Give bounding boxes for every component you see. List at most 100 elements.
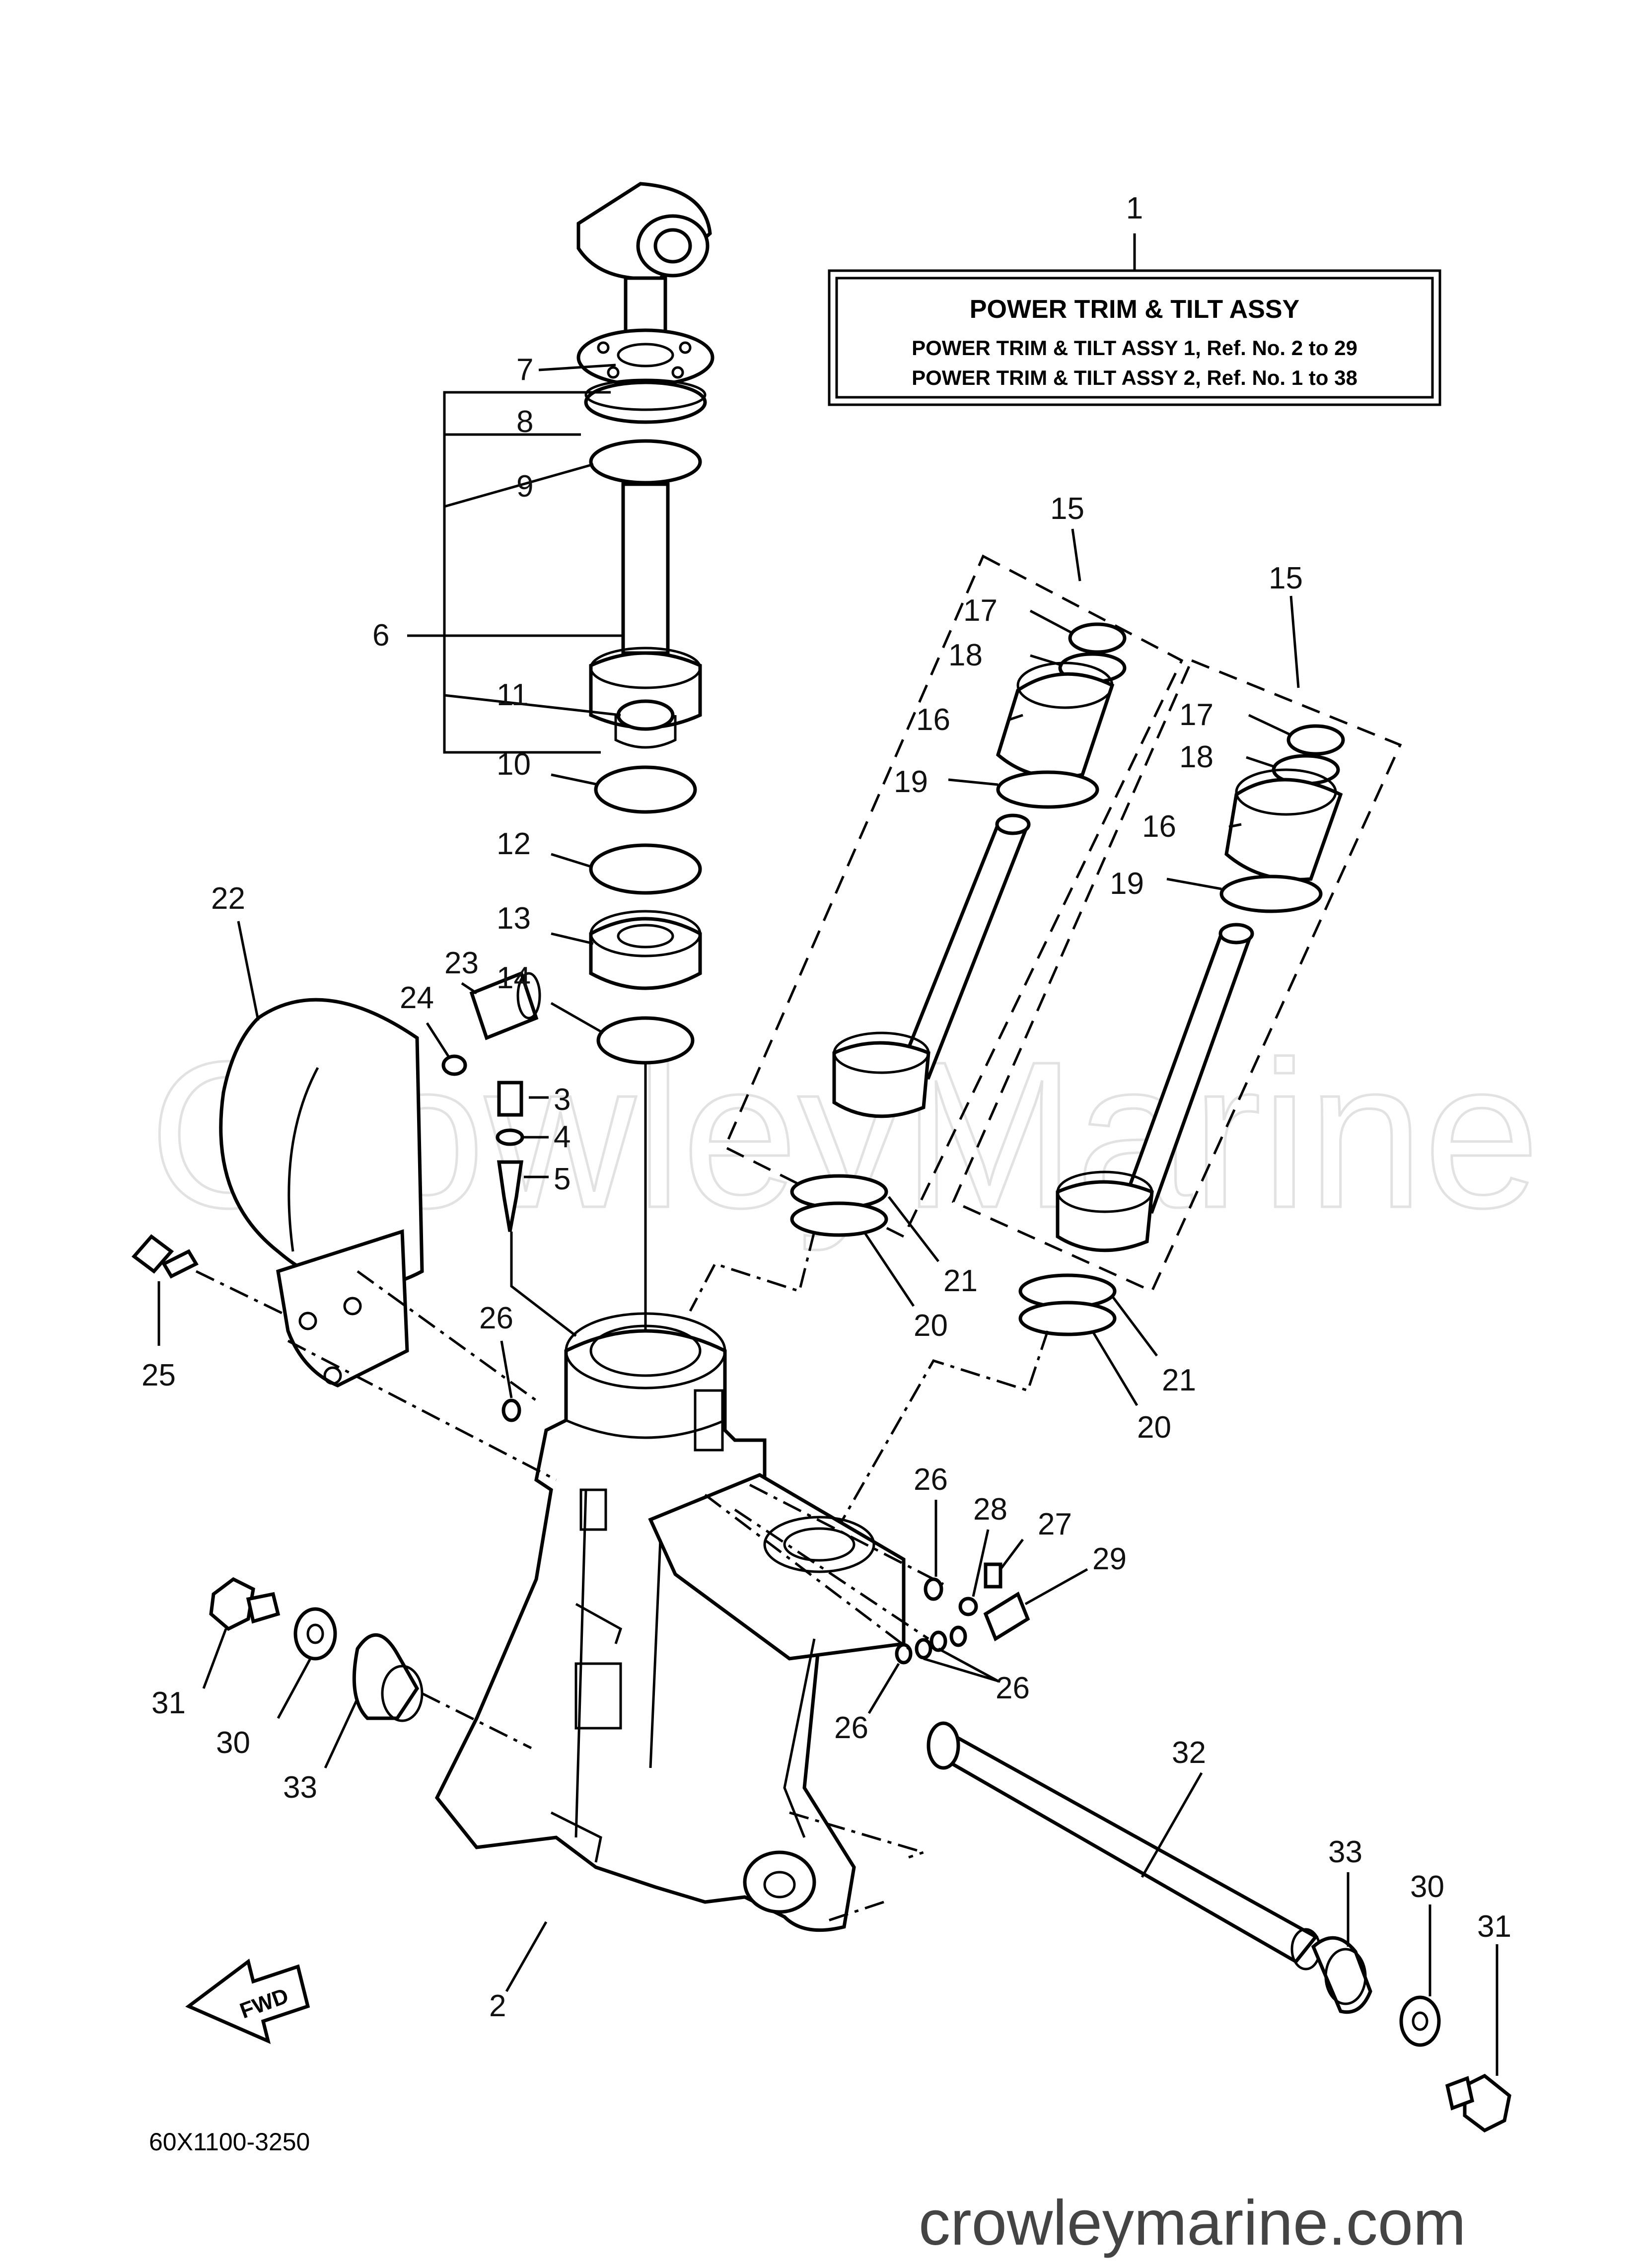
piston-top — [589, 647, 702, 689]
o-ring-9 — [589, 439, 702, 485]
callout-26b: 26 — [914, 1463, 948, 1497]
callout-8: 8 — [516, 405, 533, 439]
title-box-inner — [835, 277, 1434, 399]
cap-16a-top — [1016, 661, 1114, 709]
leader-15a — [1071, 528, 1081, 582]
callout-7: 7 — [516, 353, 533, 387]
callout-33a: 33 — [283, 1770, 317, 1805]
cap-16b — [1224, 778, 1343, 881]
piston-nut — [614, 715, 677, 749]
bolt-31a-head — [209, 1577, 255, 1631]
o-ring-24 — [441, 1054, 467, 1076]
leader-22 — [237, 921, 260, 1021]
callout-10: 10 — [497, 747, 531, 782]
callout-25: 25 — [142, 1358, 176, 1392]
o-ring-19b — [1219, 875, 1323, 913]
o-ring-19a — [996, 770, 1099, 809]
leader-9 — [444, 463, 594, 508]
leader-14 — [550, 1002, 604, 1034]
o-ring-26c — [949, 1625, 967, 1647]
rod-eye-hole — [653, 228, 692, 264]
body-foot — [550, 1811, 602, 1863]
plug-3 — [497, 1081, 523, 1117]
body-bore-wall — [565, 1351, 726, 1439]
leader-18b — [1246, 756, 1277, 769]
cover-edge — [287, 1067, 319, 1252]
o-ring-11 — [616, 699, 675, 731]
seal-stack — [550, 765, 702, 1351]
small-o-rings — [500, 1340, 1088, 1714]
body-tab — [579, 1488, 607, 1531]
callout-17b: 17 — [1179, 698, 1214, 732]
title-line-1: POWER TRIM & TILT ASSY 1, Ref. No. 2 to … — [912, 336, 1357, 360]
bushing-33b — [1311, 1936, 1372, 2014]
washer-30a — [293, 1607, 337, 1661]
callout-20b: 20 — [1137, 1410, 1171, 1445]
cylinder-cap-13 — [589, 917, 702, 990]
cap-16b-top — [1235, 768, 1337, 816]
callout-11: 11 — [497, 678, 528, 712]
body-bore — [589, 1324, 702, 1377]
callout-18b: 18 — [1179, 740, 1214, 774]
callout-12: 12 — [497, 827, 531, 861]
flange-bolt-hole — [679, 341, 692, 354]
o-ring-26c — [915, 1638, 932, 1660]
o-ring-26a — [501, 1398, 521, 1422]
cover-bolt-hole — [323, 1366, 342, 1385]
callout-20a: 20 — [914, 1309, 948, 1343]
body-boss — [694, 1389, 724, 1452]
trim-seal-rings — [689, 1174, 1158, 1570]
filter-23 — [469, 971, 539, 1040]
trim-piston-a — [832, 1041, 930, 1118]
trim-cylinder-group-a — [723, 528, 1184, 1239]
main-body — [287, 1270, 906, 1992]
leader-10 — [551, 773, 599, 786]
leader-17b — [1248, 714, 1292, 736]
title-heading: POWER TRIM & TILT ASSY — [970, 295, 1299, 324]
callout-16a: 16 — [916, 703, 950, 737]
oring-axis — [749, 1483, 944, 1586]
leader-29 — [1024, 1568, 1088, 1606]
flange-bolt-hole — [671, 366, 684, 379]
callout-5: 5 — [554, 1162, 571, 1196]
bolt-31b-shank — [1445, 2076, 1475, 2111]
cover-body — [219, 998, 424, 1289]
body-rib — [649, 1539, 662, 1768]
callout-30b: 30 — [1410, 1870, 1444, 1904]
callout-13: 13 — [497, 901, 531, 936]
callout-4: 4 — [554, 1120, 571, 1154]
leader-19a — [948, 778, 999, 786]
tilt-rod-assembly — [576, 182, 714, 749]
tilt-pin-32 — [930, 1736, 1319, 1964]
trim-group-a-box — [723, 554, 1184, 1239]
pin-27 — [984, 1562, 1002, 1589]
o-ring-10 — [594, 765, 697, 814]
tilt-pin-32-end — [927, 1721, 960, 1770]
ring-20a — [790, 1201, 888, 1237]
leader-21b — [1111, 1295, 1158, 1357]
title-box: 1 POWER TRIM & TILT ASSY POWER TRIM & TI… — [828, 191, 1441, 406]
callout-15b: 15 — [1269, 561, 1303, 595]
washer-30b — [1399, 1995, 1441, 2047]
callout-26a: 26 — [479, 1301, 513, 1335]
plug-29 — [983, 1591, 1030, 1642]
cap-16a — [996, 672, 1115, 779]
pivot-hole — [763, 1871, 796, 1899]
tilt-pin-axis — [789, 1811, 928, 1923]
leader-26d — [867, 1663, 900, 1714]
trim-piston-a-top — [833, 1031, 930, 1074]
leader-27 — [999, 1538, 1024, 1570]
filter-23-face — [516, 972, 541, 1020]
trim-group-b-box — [951, 658, 1402, 1293]
piston — [589, 651, 702, 730]
cylinder-cap-top — [589, 910, 702, 957]
callout-6: 6 — [372, 618, 389, 653]
small-valve-parts — [426, 971, 577, 1337]
backup-ring-12 — [589, 843, 702, 895]
bolt-25-head — [131, 1234, 174, 1274]
leader-20a — [862, 1231, 915, 1307]
drawing-number: 60X1100-3250 — [149, 2128, 310, 2156]
rod-flange — [576, 328, 714, 387]
callout-31b: 31 — [1477, 1909, 1511, 1944]
